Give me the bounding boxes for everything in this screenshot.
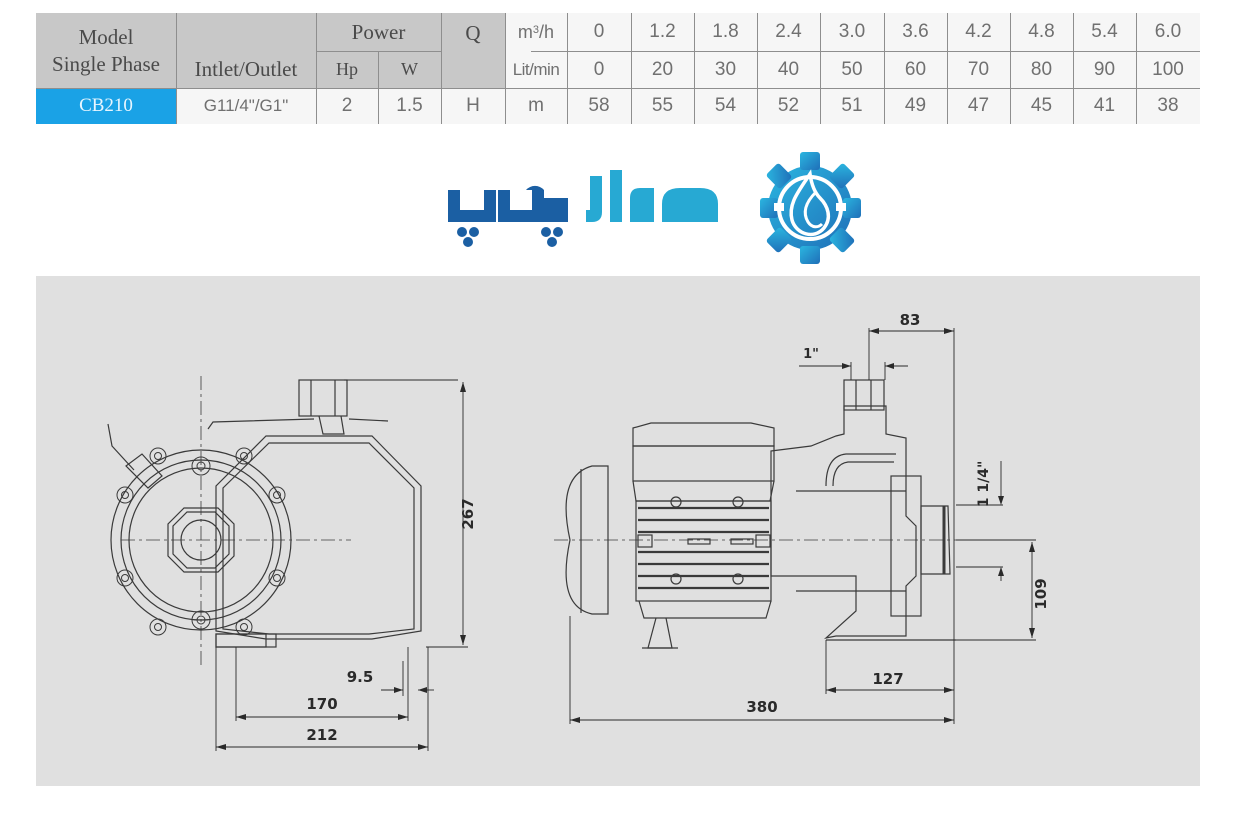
- flow-litmin-7: 80: [1010, 51, 1073, 88]
- grid-line: [567, 13, 568, 124]
- flow-m3h-1: 1.2: [631, 13, 694, 51]
- flow-m3h-9: 6.0: [1136, 13, 1200, 51]
- dim-outlet-size: 1": [803, 347, 819, 362]
- header-model-line2: Single Phase: [52, 51, 160, 76]
- flow-m3h-4: 3.0: [820, 13, 884, 51]
- grid-line: [947, 13, 948, 124]
- sadra-pump-logo: [440, 148, 861, 266]
- header-model: Model Single Phase: [36, 13, 176, 88]
- head-3: 52: [757, 88, 820, 124]
- grid-line: [757, 13, 758, 124]
- grid-line: [631, 13, 632, 124]
- grid-line: [531, 51, 1200, 52]
- model-cell: CB210: [36, 88, 176, 124]
- head-0: 58: [567, 88, 631, 124]
- header-inlet-outlet: Intlet/Outlet: [176, 13, 316, 88]
- grid-line: [176, 13, 177, 124]
- logo-word-sadra: [586, 170, 718, 222]
- dim-outlet-offset: 83: [900, 311, 921, 329]
- dim-foot-to-end: 127: [872, 670, 903, 688]
- hp-cell: 2: [316, 88, 378, 124]
- header-hp: Hp: [316, 51, 378, 88]
- grid-line: [884, 13, 885, 124]
- grid-line: [36, 88, 1200, 89]
- flow-litmin-4: 50: [820, 51, 884, 88]
- logo-wordmark: [448, 170, 718, 247]
- head-5: 49: [884, 88, 947, 124]
- head-9: 38: [1136, 88, 1200, 124]
- grid-line: [820, 13, 821, 124]
- head-2: 54: [694, 88, 757, 124]
- technical-drawing-panel: 267 9.5 170 212 380 127 109 83 1" 1 1/4": [36, 276, 1200, 786]
- header-q: Q: [441, 13, 505, 88]
- side-dimensions: [569, 328, 1036, 724]
- header-w: W: [378, 51, 441, 88]
- flow-m3h-7: 4.8: [1010, 13, 1073, 51]
- flow-m3h-8: 5.4: [1073, 13, 1136, 51]
- grid-line: [316, 13, 317, 124]
- dim-hole: 9.5: [347, 668, 374, 686]
- flow-m3h-0: 0: [567, 13, 631, 51]
- gear-drop-icon: [760, 152, 861, 264]
- flow-litmin-0: 0: [567, 51, 631, 88]
- flow-litmin-6: 70: [947, 51, 1010, 88]
- dim-inlet-size: 1 1/4": [976, 461, 992, 508]
- flow-litmin-3: 40: [757, 51, 820, 88]
- grid-line: [505, 13, 506, 124]
- header-model-line1: Model: [78, 25, 134, 50]
- flow-m3h-2: 1.8: [694, 13, 757, 51]
- h-label-cell: H: [441, 88, 505, 124]
- dim-bolt-spacing: 170: [306, 695, 337, 713]
- pump-technical-drawing: 267 9.5 170 212 380 127 109 83 1" 1 1/4": [107, 311, 1050, 751]
- flow-litmin-1: 20: [631, 51, 694, 88]
- head-4: 51: [820, 88, 884, 124]
- w-cell: 1.5: [378, 88, 441, 124]
- inlet-outlet-cell: G11/4"/G1": [176, 88, 316, 124]
- grid-line: [378, 51, 379, 124]
- dim-total-length: 380: [746, 698, 777, 716]
- unit-litmin: Lit/min: [505, 51, 567, 88]
- front-view: [107, 376, 422, 666]
- grid-line: [1010, 13, 1011, 124]
- grid-line: [1073, 13, 1074, 124]
- flow-litmin-8: 90: [1073, 51, 1136, 88]
- head-1: 55: [631, 88, 694, 124]
- dim-base-width: 212: [306, 726, 337, 744]
- head-7: 45: [1010, 88, 1073, 124]
- side-view: [554, 379, 1036, 649]
- flow-litmin-2: 30: [694, 51, 757, 88]
- dim-height: 267: [459, 498, 477, 529]
- flow-litmin-5: 60: [884, 51, 947, 88]
- grid-line: [694, 13, 695, 124]
- flow-m3h-5: 3.6: [884, 13, 947, 51]
- header-power: Power: [316, 13, 441, 51]
- grid-line: [1136, 13, 1137, 124]
- head-8: 41: [1073, 88, 1136, 124]
- spec-table: Model Single Phase Intlet/Outlet Power H…: [36, 13, 1200, 124]
- logo-word-pump: [448, 185, 568, 247]
- front-dimensions: [215, 379, 468, 751]
- flow-m3h-3: 2.4: [757, 13, 820, 51]
- h-unit-cell: m: [505, 88, 567, 124]
- head-6: 47: [947, 88, 1010, 124]
- flow-m3h-6: 4.2: [947, 13, 1010, 51]
- flow-litmin-9: 100: [1136, 51, 1200, 88]
- grid-line: [316, 51, 441, 52]
- dim-axis-height: 109: [1032, 578, 1050, 609]
- grid-line: [441, 13, 442, 124]
